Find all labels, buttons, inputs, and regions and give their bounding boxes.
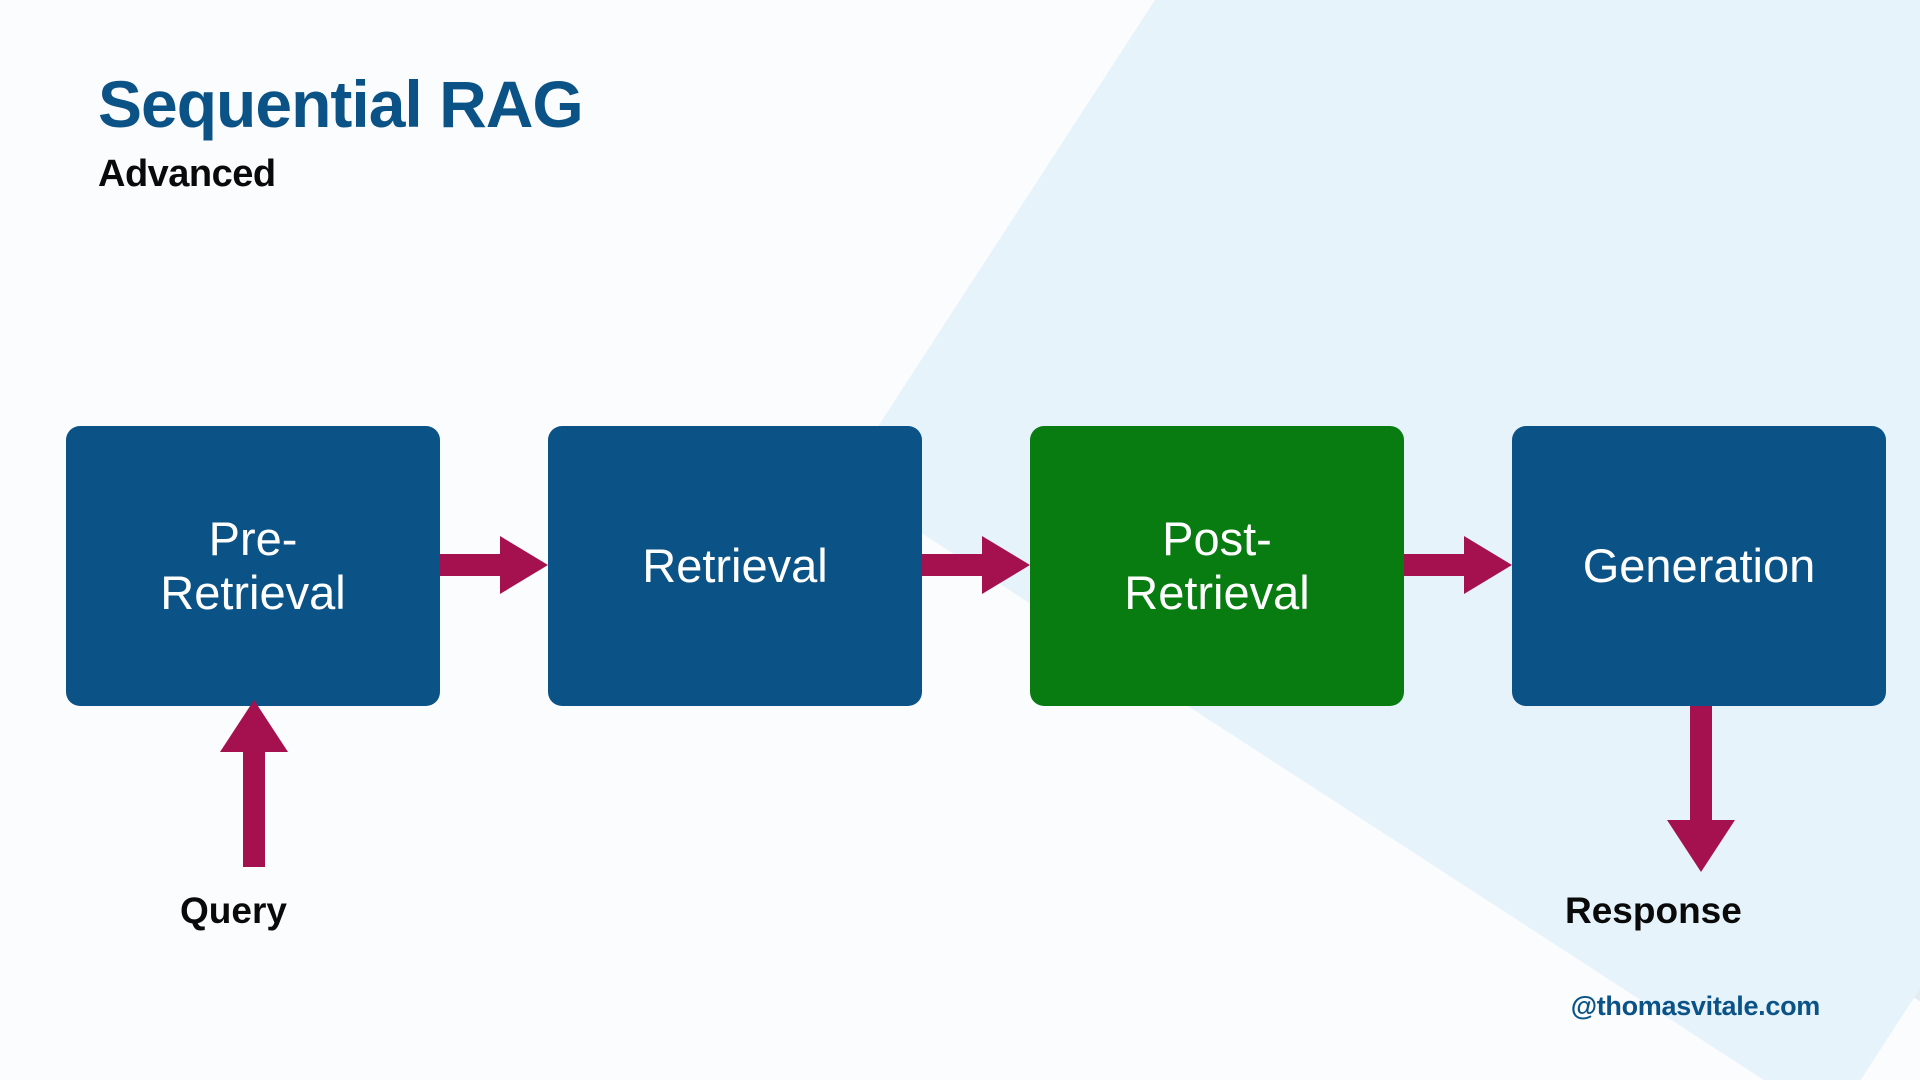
flow-node-pre-retrieval[interactable]: Pre- Retrieval <box>66 426 440 706</box>
endpoint-label-response: Response <box>1565 890 1742 931</box>
page-title: Sequential RAG <box>98 67 584 141</box>
arrow-generation-to-response <box>1667 706 1735 872</box>
arrow-retrieval-to-post-retrieval <box>922 536 1030 594</box>
page-subtitle: Advanced <box>98 153 276 196</box>
watermark-credit: @thomasvitale.com <box>1570 991 1821 1021</box>
flow-node-post-retrieval[interactable]: Post- Retrieval <box>1030 426 1404 706</box>
arrow-pre-retrieval-to-retrieval <box>440 536 548 594</box>
arrow-post-retrieval-to-generation <box>1404 536 1512 594</box>
endpoint-label-query: Query <box>180 890 287 931</box>
flow-node-generation[interactable]: Generation <box>1512 426 1886 706</box>
flow-node-retrieval[interactable]: Retrieval <box>548 426 922 706</box>
slide-header: Sequential RAG Advanced <box>98 67 584 196</box>
arrow-query-to-pre-retrieval <box>220 700 288 867</box>
